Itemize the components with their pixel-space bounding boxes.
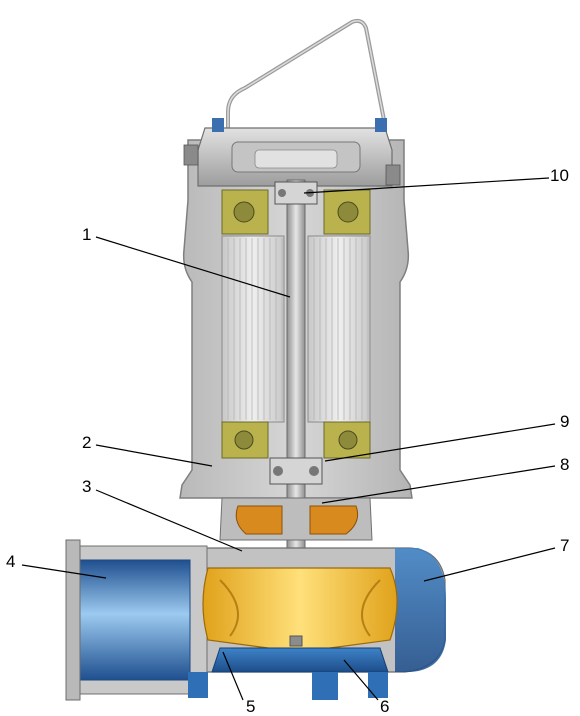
- callout-8: 8: [560, 455, 570, 474]
- callout-5: 5: [246, 697, 256, 716]
- volute-flange-blue: [395, 548, 446, 672]
- mechanical-seal: [235, 505, 359, 535]
- lamination-lines: [227, 238, 369, 420]
- callout-1: 1: [82, 225, 92, 244]
- upper-winding: [221, 189, 371, 235]
- leader-1: [95, 236, 291, 298]
- leader-9: [324, 423, 556, 462]
- top-bolts: [183, 118, 401, 186]
- leader-7: [423, 547, 556, 582]
- callout-10: 10: [550, 166, 569, 185]
- leader-8: [321, 465, 556, 504]
- leader-5: [222, 651, 244, 701]
- lower-winding: [221, 421, 371, 459]
- callout-6: 6: [380, 697, 390, 716]
- leader-6: [343, 659, 379, 701]
- leader-10: [303, 177, 550, 194]
- callout-7: 7: [560, 536, 570, 555]
- lifting-handle: [226, 18, 386, 128]
- leader-2: [95, 444, 213, 467]
- discharge-pipe: [65, 539, 208, 701]
- leader-4: [21, 564, 107, 579]
- callout-3: 3: [82, 477, 92, 496]
- callout-9: 9: [560, 412, 570, 431]
- lower-bearing: [269, 457, 323, 485]
- stator-laminations: [221, 235, 371, 423]
- callout-4: 4: [6, 552, 16, 571]
- leader-3: [95, 489, 243, 552]
- inlet-base: [188, 647, 389, 700]
- callout-2: 2: [82, 433, 92, 452]
